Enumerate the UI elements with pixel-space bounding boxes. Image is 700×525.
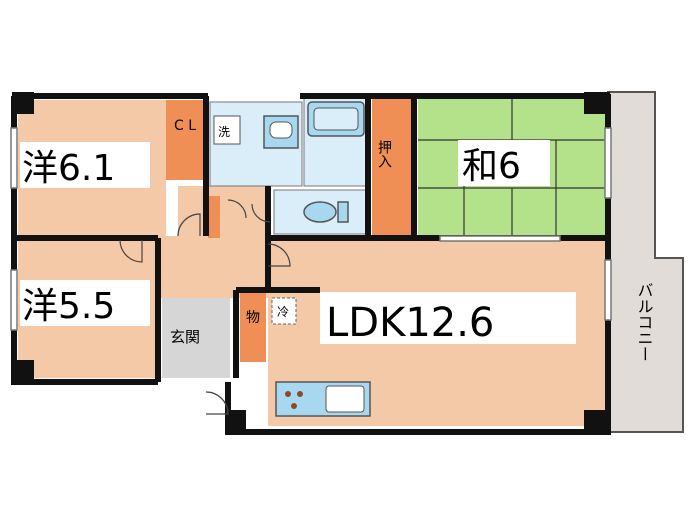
small-closet-floor [208,196,220,238]
room-label-wash: 洗 [218,125,230,139]
room-label-closet: C L [174,118,196,134]
oshiire-floor [372,98,414,236]
hallway-upper-floor [178,186,270,240]
storage-floor [240,292,266,362]
room-label-storage: 物 [246,310,260,326]
closet-cl-floor [166,100,206,180]
toilet-tank [337,201,349,223]
entrance-floor [162,298,230,378]
room-label-fridge: 冷 [277,305,289,319]
bathtub-inner [313,107,359,131]
room-label-japanese: 和6 [462,146,521,187]
wash-basin-bowl [269,121,293,139]
balcony-area [607,91,684,433]
fridge-space [271,297,297,325]
stove-burner-icon [291,403,297,409]
wall-corners [12,92,610,434]
room-label-ldk: LDK12.6 [326,300,494,346]
door-swings [119,199,291,415]
room-label-western-1: 洋6.1 [22,148,115,189]
stove-burner-icon [297,391,303,397]
room-label-entrance: 玄関 [170,328,200,346]
toilet-fixture [303,201,337,223]
room-label-oshiire: 押入 [376,140,392,168]
washer-box [213,115,241,145]
room-label-western-2: 洋5.5 [22,286,115,327]
windows [10,127,612,331]
kitchen-sink [325,385,365,413]
room-label-balcony: バルコニー [635,282,654,362]
stove-burner-icon [285,391,291,397]
